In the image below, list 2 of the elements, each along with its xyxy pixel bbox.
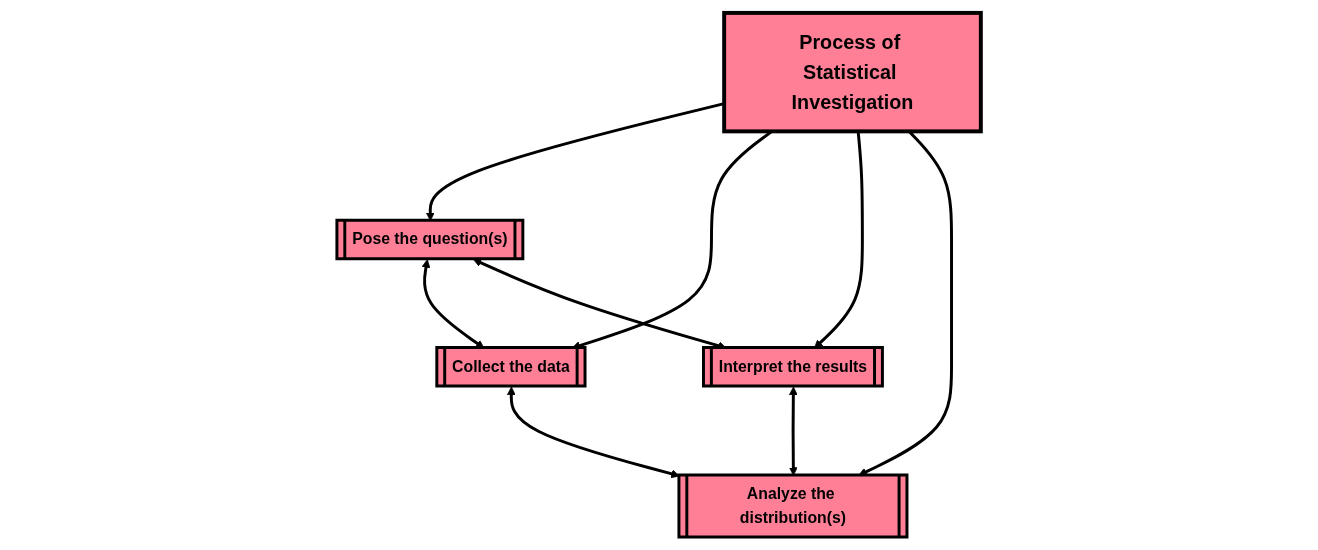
- node-box: Process of Statistical Investigation: [722, 10, 983, 134]
- arrow: [507, 386, 680, 479]
